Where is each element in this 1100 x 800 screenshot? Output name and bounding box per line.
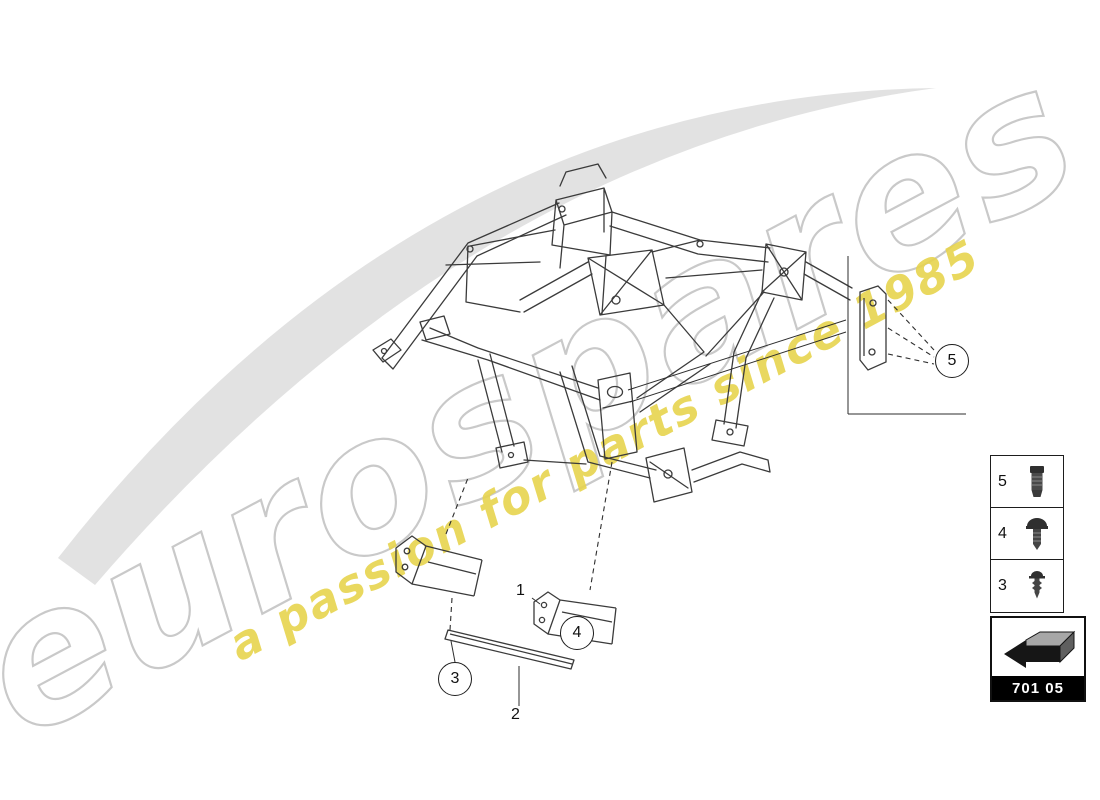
callout-1-label: 1 [516,582,525,599]
expansion-rivet-icon [1011,569,1063,603]
callout-4[interactable]: 4 [560,616,594,650]
sleeve-bushing-icon [1011,464,1063,500]
reference-lines [450,256,966,706]
part-4-bracket [395,535,483,597]
callout-5[interactable]: 5 [935,344,969,378]
callout-3-label: 3 [450,670,460,687]
watermark-brand: eurospares [0,21,1100,780]
legend-row-4-label: 4 [998,524,1007,542]
watermark-group: eurospares a passion for parts since 198… [0,20,1100,781]
callout-3[interactable]: 3 [438,662,472,696]
diagram-code: 701 05 [992,676,1084,700]
part-2-strip [444,629,575,670]
callout-5-label: 5 [947,352,957,369]
callout-1[interactable]: 1 [516,582,525,600]
leader-dashed-lines [445,299,935,631]
callout-4-label: 4 [572,624,582,641]
button-screw-icon [1011,516,1063,552]
legend-row-4[interactable]: 4 [991,508,1063,560]
fastener-legend: 5 4 [990,455,1064,613]
diagram-code-box: 701 05 [990,616,1086,702]
callout-2-label: 2 [511,706,520,723]
legend-row-3[interactable]: 3 [991,560,1063,612]
legend-row-3-label: 3 [998,577,1007,594]
legend-row-5-label: 5 [998,472,1007,490]
callout-2[interactable]: 2 [511,706,520,724]
part-5-bracket [859,285,887,371]
chassis-frame-drawing [372,163,853,503]
direction-arrow-icon [992,618,1084,676]
legend-row-5[interactable]: 5 [991,456,1063,508]
